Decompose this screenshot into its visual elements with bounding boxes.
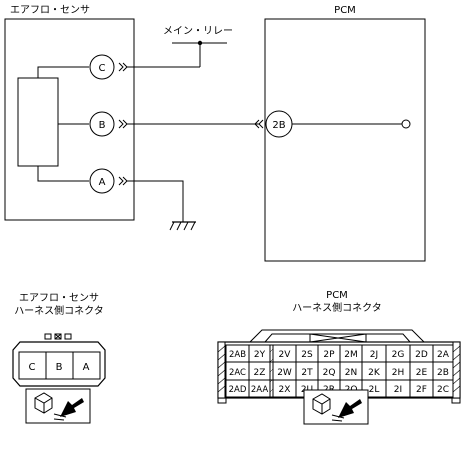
- pcm-pin-2ab: 2AB: [229, 350, 246, 360]
- connector-view-icon: [25, 388, 91, 424]
- pcm-pin-2i: 2I: [394, 385, 402, 395]
- pin-b-label: B: [99, 120, 106, 131]
- pcm-title: PCM: [334, 5, 356, 16]
- pcm-pin-2t: 2T: [301, 368, 313, 378]
- pcm-pin-2m: 2M: [344, 350, 358, 360]
- pcm-pin-2ac: 2AC: [229, 368, 246, 378]
- ground-icon: [169, 221, 196, 231]
- pcm-box: [264, 18, 426, 262]
- pcm-pin-2f: 2F: [416, 385, 427, 395]
- sensor-connector-title-1: エアフロ・センサ: [19, 292, 99, 304]
- chevron-a-icon: [118, 176, 128, 186]
- pin-a-label: A: [99, 177, 106, 188]
- pcm-pin-2c: 2C: [437, 385, 449, 395]
- pin-c-label: C: [99, 63, 106, 74]
- pcm-pin-2aa: 2AA: [251, 385, 268, 395]
- pin-c-circle: [89, 54, 115, 80]
- pin-b-circle: [89, 111, 115, 137]
- pcm-connector-section: PCM ハーネス側コネクタ: [217, 290, 461, 425]
- pcm-pin-2h: 2H: [392, 368, 405, 378]
- pcm-pin-2s: 2S: [301, 350, 313, 360]
- pcm-connector-cells: 2AB 2Y 2V 2S 2P 2M 2J 2G 2D 2A 2AC 2Z 2W 2T 2Q 2N 2K 2H 2E…: [229, 350, 450, 395]
- sensor-element: [17, 77, 59, 167]
- pin-2b-label: 2B: [272, 120, 285, 131]
- pcm-pin-2q: 2Q: [323, 368, 336, 378]
- chevron-2b-icon: [254, 119, 264, 129]
- pcm-pin-2l: 2L: [369, 385, 380, 395]
- chevron-b-icon: [118, 119, 128, 129]
- pcm-pin-2y: 2Y: [254, 350, 266, 360]
- wire-sensor-c: [37, 66, 89, 78]
- pcm-terminal: [401, 119, 411, 129]
- pcm-connector-title-2: ハーネス側コネクタ: [292, 301, 382, 314]
- pcm-pin-2b: 2B: [437, 368, 449, 378]
- relay-label: メイン・リレー: [163, 26, 233, 37]
- wiring-section: エアフロ・センサ PCM C B A メイン・リレー 2B: [4, 4, 426, 262]
- wire-a-ground: [127, 180, 184, 222]
- relay-junction: [197, 40, 203, 46]
- pcm-pin-2d: 2D: [415, 350, 428, 360]
- sensor-connector-cell-c: C: [29, 362, 36, 373]
- pcm-pin-2k: 2K: [368, 368, 381, 378]
- pcm-pin-2x: 2X: [279, 385, 291, 395]
- pcm-pin-2e: 2E: [416, 368, 428, 378]
- pcm-pin-2w: 2W: [277, 368, 292, 378]
- sensor-box: [4, 18, 135, 221]
- pcm-connector-title-1: PCM: [326, 290, 348, 301]
- sensor-connector-body: [12, 333, 106, 387]
- pcm-connector-body: [217, 329, 461, 404]
- pcm-pin-2j: 2J: [370, 350, 378, 360]
- sensor-connector-section: エアフロ・センサ ハーネス側コネクタ C B A: [12, 292, 106, 424]
- pcm-pin-2n: 2N: [345, 368, 357, 378]
- pcm-pin-2ad: 2AD: [229, 385, 247, 395]
- pcm-pin-2g: 2G: [392, 350, 405, 360]
- pcm-pin-2p: 2P: [323, 350, 335, 360]
- pcm-pin-2z: 2Z: [254, 368, 266, 378]
- connector-view-icon: [303, 389, 369, 425]
- pcm-pin-2v: 2V: [279, 350, 292, 360]
- sensor-connector-title-2: ハーネス側コネクタ: [14, 304, 104, 317]
- pcm-pin-2a: 2A: [437, 350, 450, 360]
- sensor-connector-cell-a: A: [83, 362, 90, 373]
- sensor-title: エアフロ・センサ: [10, 4, 90, 16]
- chevron-c-icon: [118, 62, 128, 72]
- pin-a-circle: [89, 168, 115, 194]
- wire-sensor-a: [37, 166, 89, 182]
- sensor-connector-cell-b: B: [56, 362, 63, 373]
